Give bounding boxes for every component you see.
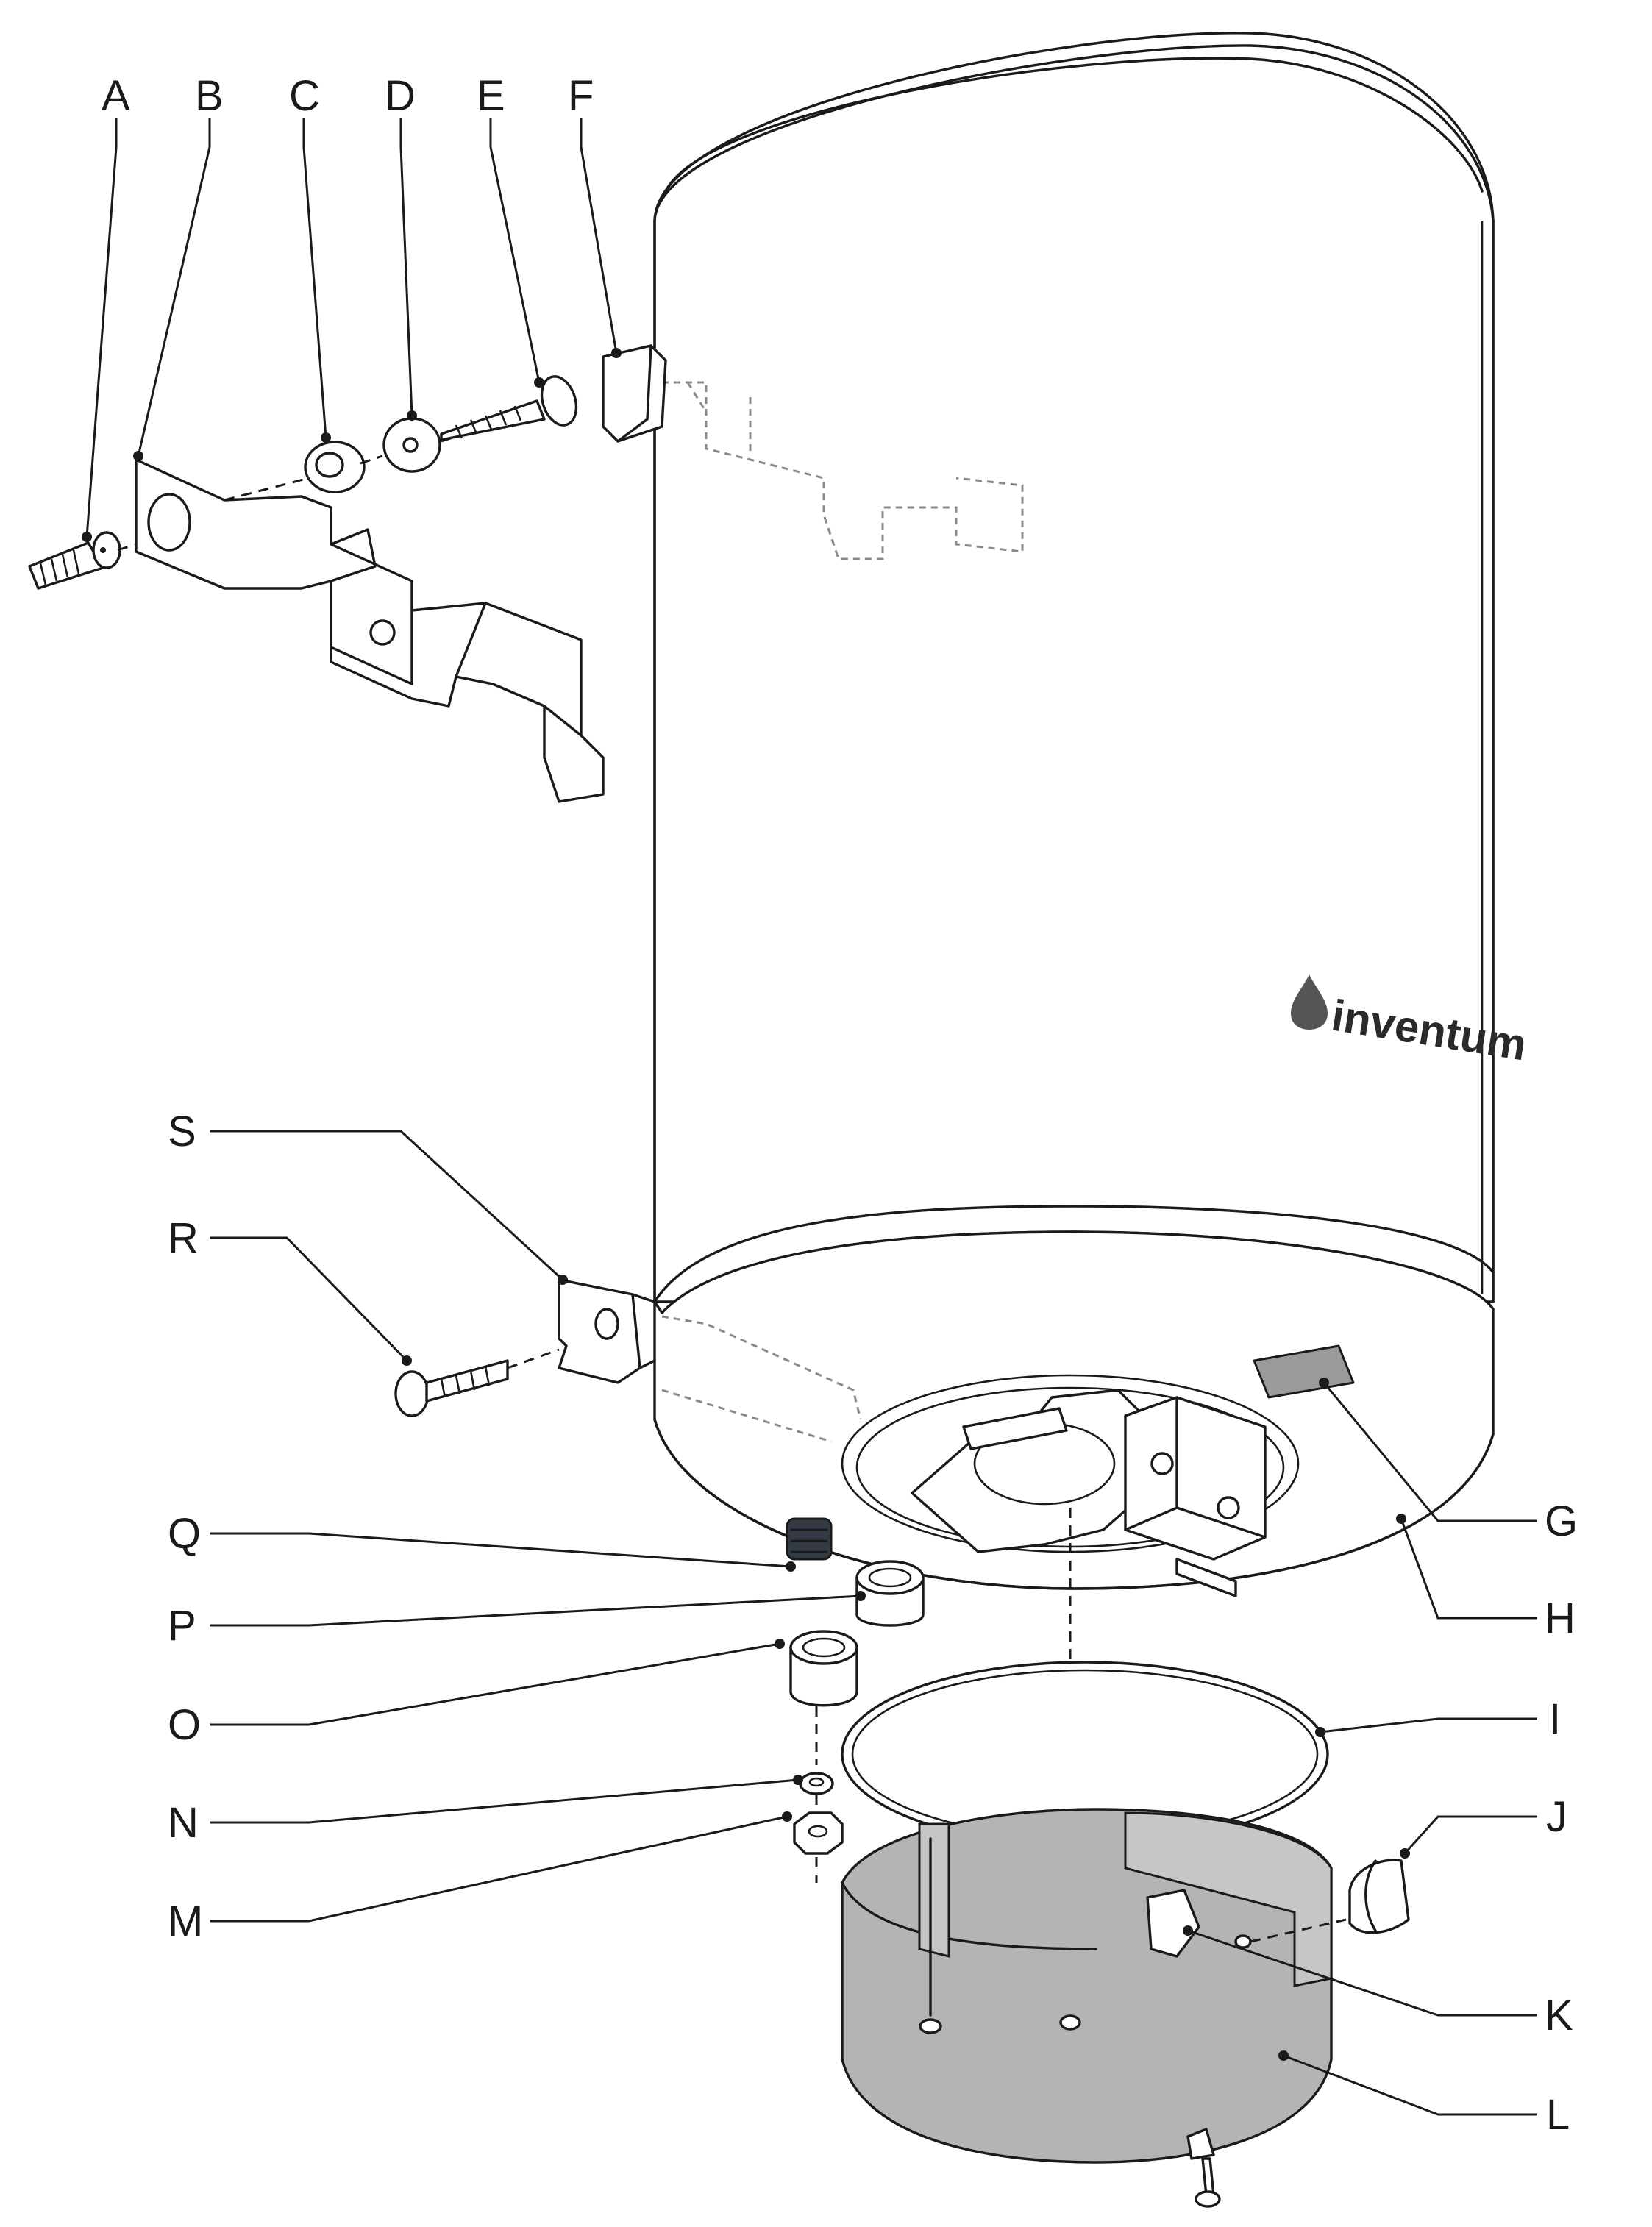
label-j: J (1546, 1793, 1567, 1841)
washer-d (382, 417, 441, 473)
element-assembly (911, 1389, 1267, 1597)
label-q: Q (168, 1510, 201, 1558)
label-d: D (385, 72, 416, 120)
label-f: F (568, 72, 594, 120)
label-m: M (168, 1898, 203, 1945)
washer-n (799, 1772, 834, 1795)
part-labels: A B C D E F S R Q P O N M G H I J K L (102, 72, 1578, 2139)
screw-r (394, 1359, 509, 1417)
label-k: K (1545, 1992, 1573, 2039)
label-s: S (168, 1108, 196, 1155)
drop-icon (1291, 974, 1328, 1030)
label-p: P (168, 1602, 196, 1650)
fitting-q (786, 1517, 833, 1561)
label-i: I (1549, 1695, 1561, 1743)
water-heater-tank (653, 32, 1495, 1590)
label-l: L (1546, 2091, 1570, 2139)
wall-plug-a (28, 531, 121, 590)
leader-lines (82, 118, 1537, 2116)
label-g: G (1545, 1497, 1578, 1545)
wall-bracket-top (135, 458, 605, 803)
label-e: E (477, 72, 505, 120)
label-h: H (1545, 1594, 1576, 1642)
label-n: N (168, 1799, 199, 1847)
fitting-p (855, 1560, 925, 1627)
hook-f (602, 344, 667, 443)
fitting-o (789, 1630, 858, 1707)
spacer-c (304, 441, 366, 493)
label-c: C (289, 72, 320, 120)
clip-j (1348, 1859, 1410, 1934)
bottom-cover-l (841, 1808, 1333, 2208)
screw-e (440, 375, 578, 441)
bracket-s (558, 1278, 656, 1384)
label-o: O (168, 1701, 201, 1749)
label-r: R (168, 1214, 199, 1262)
nut-m (793, 1811, 844, 1855)
label-a: A (102, 72, 130, 120)
label-b: B (195, 72, 224, 120)
